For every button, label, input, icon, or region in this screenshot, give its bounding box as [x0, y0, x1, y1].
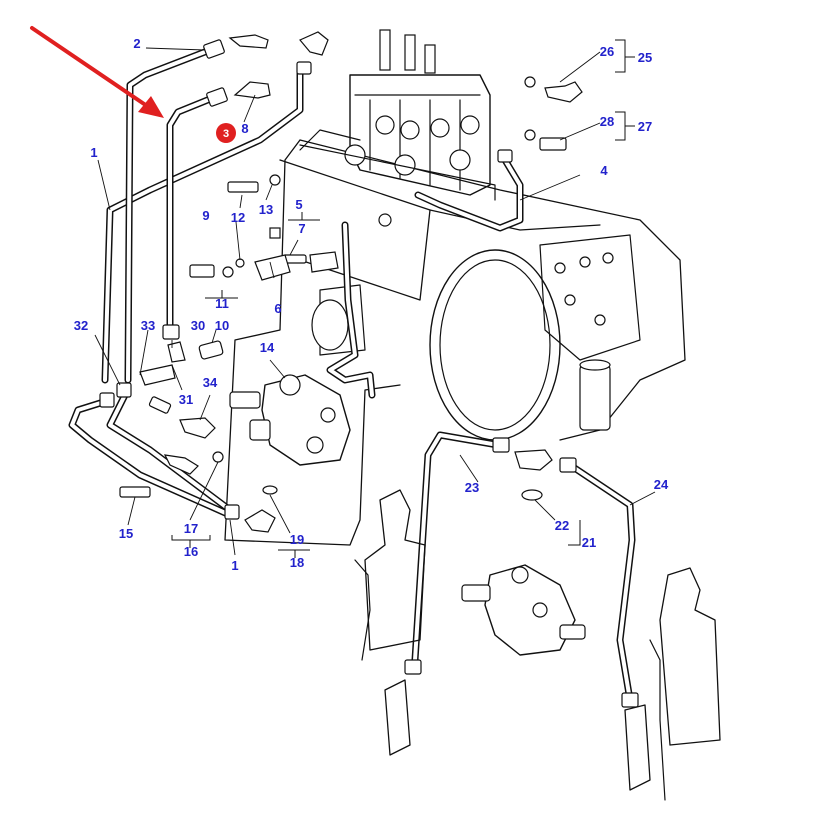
label-7[interactable]: 6: [274, 301, 281, 316]
label-22[interactable]: 22: [555, 518, 569, 533]
label-33[interactable]: 33: [141, 318, 155, 333]
label-19[interactable]: 18: [290, 555, 304, 570]
pipe-23: [411, 431, 502, 664]
label-8[interactable]: 7: [298, 221, 305, 236]
control-valve: [299, 29, 496, 201]
valve-21: [461, 564, 586, 656]
valve-15: [229, 374, 351, 466]
label-18[interactable]: 17: [184, 521, 198, 536]
label-5[interactable]: 4: [600, 163, 608, 178]
pipe-2: [101, 66, 304, 384]
label-27[interactable]: 27: [638, 119, 652, 134]
fittings: [99, 31, 639, 708]
label-1[interactable]: 1: [231, 558, 238, 573]
label-30[interactable]: 30: [191, 318, 205, 333]
part-3-badge[interactable]: 3: [216, 123, 236, 143]
label-34[interactable]: 34: [203, 375, 218, 390]
label-16[interactable]: 15: [119, 526, 133, 541]
pipe-3: [166, 93, 219, 334]
pipe-24: [566, 461, 636, 704]
label-23[interactable]: 23: [465, 480, 479, 495]
cylinder-left: [354, 489, 426, 756]
label-14[interactable]: 13: [259, 202, 273, 217]
highlight-arrow: [30, 26, 164, 118]
pipe-4: [124, 46, 214, 384]
label-9[interactable]: 8: [241, 121, 248, 136]
label-6[interactable]: 5: [295, 197, 302, 212]
label-28[interactable]: 28: [600, 114, 614, 129]
label-11[interactable]: 10: [215, 318, 229, 333]
label-21[interactable]: 21: [582, 535, 596, 550]
label-20[interactable]: 19: [290, 532, 304, 547]
label-2[interactable]: 1: [90, 145, 97, 160]
pipe-1: [106, 391, 234, 514]
brackets: [171, 39, 635, 558]
engine-block: [224, 139, 686, 546]
label-24[interactable]: 24: [654, 477, 669, 492]
pipe-11: [326, 221, 376, 399]
svg-text:3: 3: [223, 128, 229, 140]
part-labels: 2 1 8 4 26 25 28 27 5 7 9 12 13 11 6 32 …: [74, 36, 669, 573]
pipe-5: [414, 156, 524, 232]
label-13[interactable]: 12: [231, 210, 245, 225]
pipe-32: [68, 396, 234, 519]
label-25[interactable]: 25: [638, 50, 652, 65]
label-15[interactable]: 14: [260, 340, 275, 355]
label-17[interactable]: 16: [184, 544, 198, 559]
label-26[interactable]: 26: [600, 44, 614, 59]
label-32[interactable]: 32: [74, 318, 88, 333]
leader-lines: [94, 47, 656, 556]
label-31[interactable]: 31: [179, 392, 193, 407]
label-4[interactable]: 2: [133, 36, 140, 51]
cylinder-right: [624, 567, 721, 801]
label-10[interactable]: 9: [202, 208, 209, 223]
label-12[interactable]: 11: [215, 296, 229, 311]
